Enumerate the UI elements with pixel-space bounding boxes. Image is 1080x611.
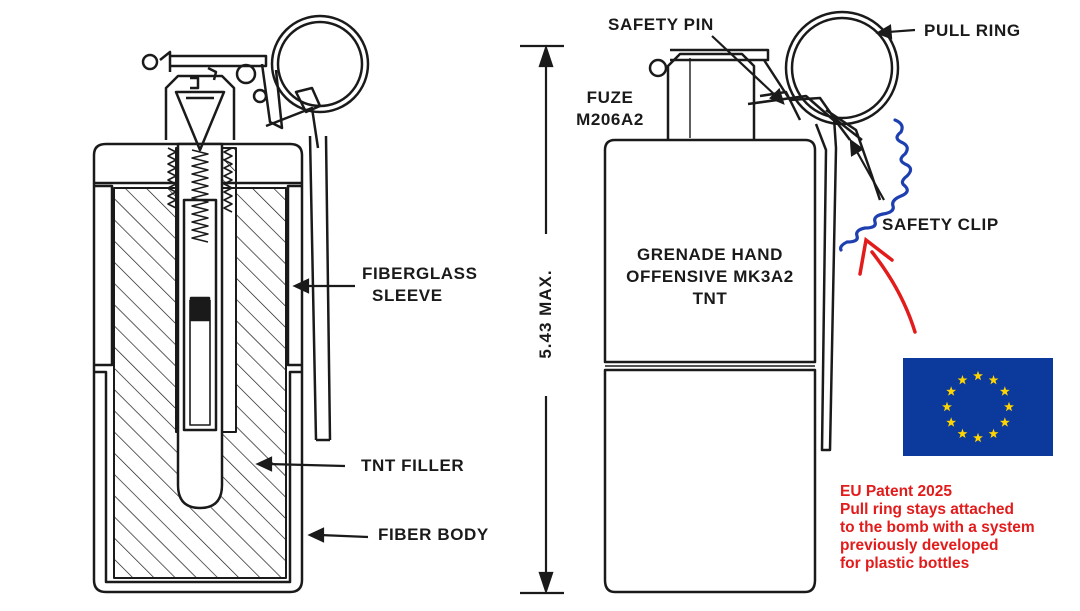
central-well [176, 142, 224, 510]
pin-link-left [294, 86, 322, 114]
flag-star [999, 386, 1010, 396]
dimension-line [520, 44, 564, 595]
left-callouts [255, 278, 369, 543]
patent-note: EU Patent 2025 Pull ring stays attached … [840, 483, 1035, 572]
safety-lever-right [762, 59, 838, 452]
threads [167, 147, 233, 213]
flag-star [946, 417, 957, 427]
cross-section-view [92, 14, 370, 594]
flag-star [973, 432, 983, 443]
cap-pivot-2 [235, 63, 257, 85]
fuze-cap [159, 50, 268, 72]
eu-flag [903, 358, 1053, 456]
cap-pivot-3 [252, 88, 268, 104]
flag-star [1004, 401, 1014, 412]
label-fiberglass-sleeve: FIBERGLASS SLEEVE [362, 264, 478, 305]
detonator [189, 296, 211, 322]
pull-ring-left-inner [276, 20, 364, 108]
lever-tab [759, 90, 802, 121]
lower-body [603, 368, 817, 594]
label-fuze: FUZE M206A2 [576, 88, 644, 129]
red-arrow [858, 236, 917, 334]
fuze-funnel [174, 90, 226, 152]
fiber-body-outline [92, 142, 304, 594]
fuze-top [670, 48, 770, 62]
label-safety-pin: SAFETY PIN [608, 15, 714, 34]
flag-star [942, 401, 952, 412]
safety-lever-left [260, 63, 320, 149]
flag-star [988, 428, 999, 439]
safety-clip [825, 108, 882, 201]
dimension-label: 5.43 MAX. [536, 269, 555, 359]
flag-star [988, 374, 999, 385]
fuze-inner [189, 300, 211, 426]
flag-star [957, 374, 968, 385]
cap-pivot [141, 53, 159, 71]
cap-detail [190, 66, 218, 90]
flag-star [999, 417, 1010, 427]
striker-spring [191, 149, 209, 243]
flag-star [946, 386, 957, 396]
fuze-head [164, 74, 236, 140]
upper-body [603, 138, 817, 364]
pull-ring-left [270, 14, 370, 114]
tether-coil [839, 118, 913, 252]
label-pull-ring: PULL RING [924, 21, 1021, 40]
lower-sleeve [94, 370, 302, 584]
body-marking: GRENADE HAND OFFENSIVE MK3A2 TNT [626, 245, 794, 308]
lever-arm-left [308, 135, 332, 442]
fuze-housing [666, 52, 756, 140]
fuze-tube [182, 198, 218, 432]
label-fiber-body: FIBER BODY [378, 525, 489, 544]
fuze-knob [648, 58, 668, 78]
label-tnt-filler: TNT FILLER [361, 456, 465, 475]
flag-star [973, 370, 983, 381]
pull-ring-right-inner [790, 16, 894, 120]
flag-stars [942, 370, 1014, 443]
right-callouts [711, 24, 916, 201]
flag-star [957, 428, 968, 439]
pull-ring-right [784, 10, 900, 126]
label-safety-clip: SAFETY CLIP [882, 215, 999, 234]
